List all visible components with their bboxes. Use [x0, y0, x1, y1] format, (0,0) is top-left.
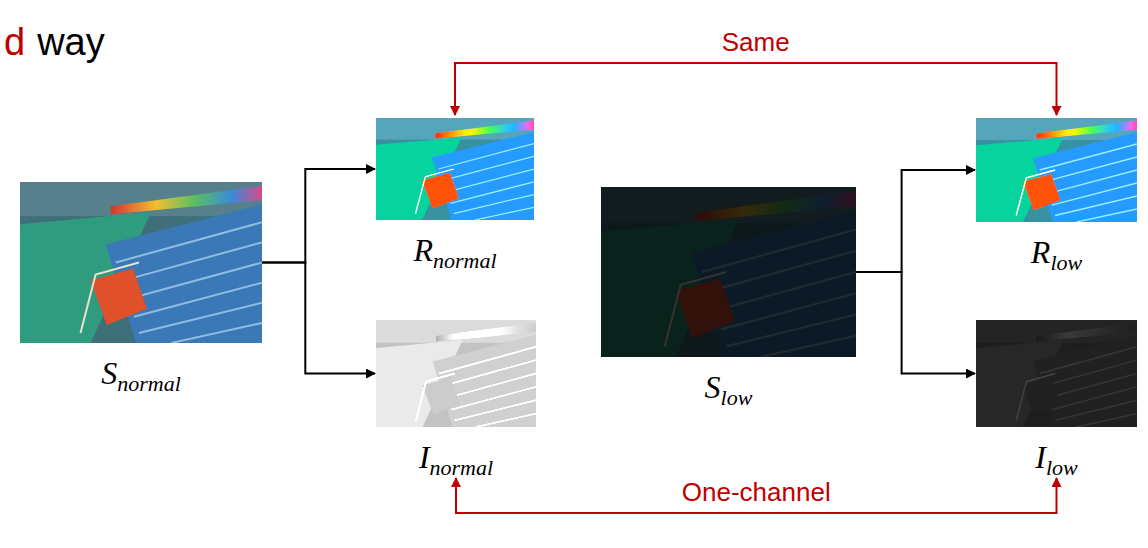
illumination-image [976, 320, 1137, 427]
image-node: Rlow [976, 118, 1137, 270]
reflectance-image [976, 118, 1137, 222]
image-area [601, 187, 856, 357]
image-area [976, 320, 1137, 427]
image-area [376, 118, 534, 220]
image-area [20, 182, 262, 343]
image-node: Snormal [20, 182, 262, 391]
symbol-label: Inormal [419, 439, 493, 475]
symbol-label: Slow [705, 369, 753, 405]
image-node: Ilow [976, 320, 1137, 475]
relation-label: One-channel [678, 477, 835, 507]
relation-connector [455, 63, 1057, 115]
symbol-label: Ilow [1035, 439, 1077, 475]
low-light-image [601, 187, 856, 357]
image-node: Rnormal [376, 118, 534, 268]
symbol-label: Rnormal [413, 232, 496, 268]
image-node: Slow [601, 187, 856, 405]
reflectance-image [376, 118, 534, 220]
illumination-image [376, 320, 536, 427]
heading-fragment: way [37, 20, 105, 64]
symbol-label: Rlow [1031, 234, 1082, 270]
decomposition-arrow [262, 169, 375, 263]
decomposition-arrow [856, 272, 975, 374]
relation-label: Same [718, 27, 794, 57]
image-node: Inormal [376, 320, 536, 475]
decomposition-arrow [856, 170, 975, 272]
image-area [976, 118, 1137, 222]
image-area [376, 320, 536, 427]
normal-image [20, 182, 262, 343]
symbol-label: Snormal [101, 355, 181, 391]
relation-connector [456, 478, 1057, 513]
decomposition-arrow [262, 263, 375, 374]
heading-fragment: d [4, 20, 25, 64]
